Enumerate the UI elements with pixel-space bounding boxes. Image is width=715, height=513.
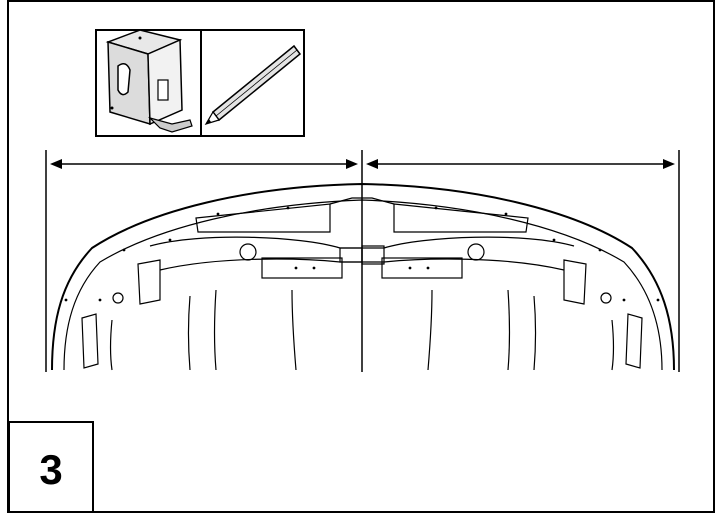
dimension-arrows <box>50 159 675 169</box>
step-number: 3 <box>39 446 63 493</box>
step-number-box: 3 <box>8 421 94 513</box>
tape-measure-icon <box>105 29 193 133</box>
fastener-dots <box>64 206 660 302</box>
hood-drawing <box>51 182 675 371</box>
pencil-icon <box>204 44 302 126</box>
page-border <box>7 0 715 513</box>
tools-panel <box>95 29 305 137</box>
